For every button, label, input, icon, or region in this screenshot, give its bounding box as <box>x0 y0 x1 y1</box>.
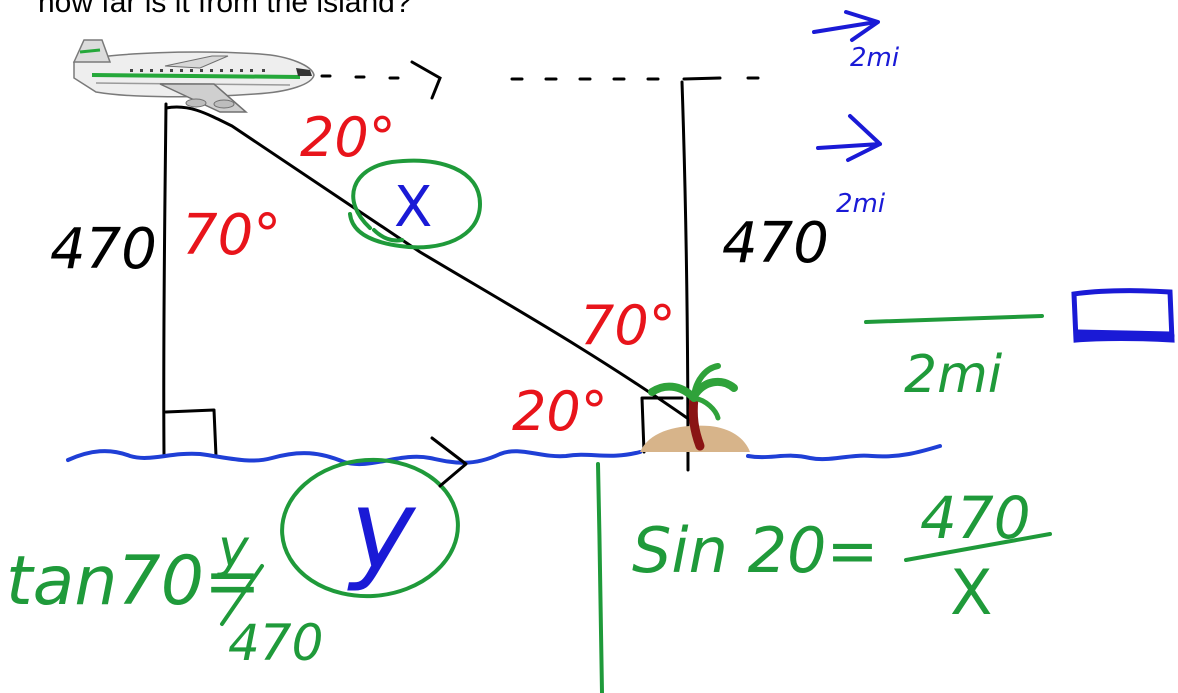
airplane-icon <box>72 39 315 113</box>
left-equation-num: y <box>216 519 250 579</box>
left-equation-slash <box>220 564 264 626</box>
right-equation-den: X <box>950 556 992 629</box>
palm-island-icon <box>640 363 750 452</box>
triangle-lines <box>162 80 692 472</box>
ground-arrow <box>430 436 468 488</box>
angle-island-bottom-label: 20° <box>512 380 608 443</box>
water-line <box>66 444 942 467</box>
angle-top-label: 20° <box>300 106 396 169</box>
angle-island-top-label: 70° <box>580 294 676 357</box>
flight-path <box>320 60 760 100</box>
hyp-var-label: X <box>394 175 432 240</box>
angle-left-label: 70° <box>182 203 281 268</box>
speed-arrows <box>812 10 882 162</box>
left-equation-den: 470 <box>228 614 323 672</box>
x-circle <box>348 158 483 250</box>
green-annotations <box>280 158 604 693</box>
height-right-label: 470 <box>722 211 829 276</box>
right-equation-bar <box>904 532 1052 562</box>
right-angle-markers <box>164 396 684 458</box>
distance-line <box>864 314 1044 324</box>
ground-var-label: y <box>347 466 417 594</box>
left-equation-lhs: tan70= <box>6 542 261 621</box>
rectangle-icon <box>1071 288 1175 343</box>
y-circle <box>280 457 460 599</box>
right-equation-lhs: Sin 20= <box>632 514 878 587</box>
question-text: how far is it from the island? <box>38 0 412 19</box>
speed-mid-label: 2mi <box>836 189 886 219</box>
speed-top-label: 2mi <box>850 43 900 73</box>
distance-label: 2mi <box>904 345 1003 405</box>
equation-divider <box>596 462 604 693</box>
height-left-label: 470 <box>50 217 157 282</box>
